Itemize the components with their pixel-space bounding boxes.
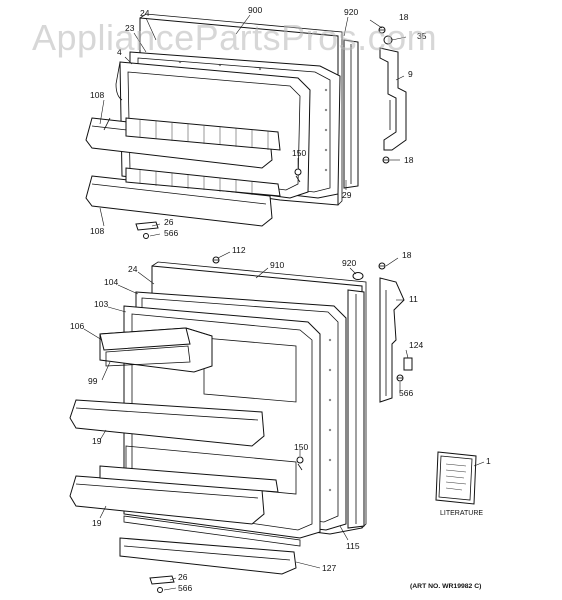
callout-566-mid: 566 (399, 388, 413, 398)
callout-26-top: 26 (164, 217, 174, 227)
hinge-screw-566 (396, 374, 404, 382)
callout-104: 104 (104, 277, 118, 287)
fresh-food-shelf-retainer-clip (296, 456, 304, 471)
freezer-door-assembly (85, 13, 407, 239)
leader-lines (83, 14, 485, 591)
freezer-door-shelf-lower (85, 167, 281, 227)
art-number: (ART NO. WR19982 C) (410, 583, 481, 590)
fresh-food-door-shelf-lower (69, 465, 279, 525)
callout-11: 11 (409, 294, 418, 304)
fresh-food-door-shelf-upper (69, 399, 265, 447)
door-stop-bracket-bottom (149, 575, 175, 593)
callout-150-top: 150 (292, 148, 306, 158)
callout-920-mid: 920 (342, 258, 356, 268)
dairy-compartment (99, 327, 213, 373)
callout-labels: 24 900 920 18 23 35 4 9 108 150 18 29 10… (70, 5, 491, 593)
callout-103: 103 (94, 299, 108, 309)
callout-18-mid: 18 (404, 155, 414, 165)
fresh-food-door-assembly (69, 256, 413, 593)
callout-124: 124 (409, 340, 423, 350)
hinge-screw-mid (382, 156, 390, 164)
watermark-text: AppliancePartsPros.com (32, 17, 437, 58)
freezer-shelf-retainer-clip (294, 168, 302, 183)
callout-9: 9 (408, 69, 413, 79)
callout-566-top: 566 (164, 228, 178, 238)
hinge-shim (403, 357, 413, 371)
hinge-screw-top (378, 26, 386, 34)
callout-29: 29 (342, 190, 352, 200)
callout-566-bot: 566 (178, 583, 192, 593)
callout-900: 900 (248, 5, 262, 15)
callout-150-low: 150 (294, 442, 308, 452)
callout-112: 112 (232, 245, 246, 255)
freezer-hinge-bracket (379, 47, 407, 151)
callout-24-top: 24 (140, 8, 150, 18)
callout-18-top: 18 (399, 12, 409, 22)
callout-910: 910 (270, 260, 284, 270)
freezer-door-shelf-upper (85, 117, 281, 169)
callout-1: 1 (486, 456, 491, 466)
callout-4: 4 (117, 47, 122, 57)
callout-106: 106 (70, 321, 84, 331)
callout-108-b: 108 (90, 226, 104, 236)
callout-115: 115 (346, 541, 360, 551)
callout-99: 99 (88, 376, 98, 386)
literature-booklet (435, 451, 477, 505)
callout-24-low: 24 (128, 264, 138, 274)
callout-127: 127 (322, 563, 336, 573)
callout-920-top: 920 (344, 7, 358, 17)
callout-35: 35 (417, 31, 427, 41)
callout-19-b: 19 (92, 518, 102, 528)
callout-23: 23 (125, 23, 135, 33)
callout-26-bot: 26 (178, 572, 188, 582)
literature-caption: LITERATURE (440, 510, 483, 517)
door-cap-plug (212, 256, 220, 264)
center-hinge (379, 277, 405, 403)
hinge-bushing-mid (352, 272, 364, 280)
callout-108-a: 108 (90, 90, 104, 100)
callout-18-low: 18 (402, 250, 412, 260)
freezer-stop-bracket (135, 221, 159, 239)
door-bottom-trim (119, 537, 297, 575)
hinge-screw-low (378, 262, 386, 270)
callout-19-a: 19 (92, 436, 102, 446)
